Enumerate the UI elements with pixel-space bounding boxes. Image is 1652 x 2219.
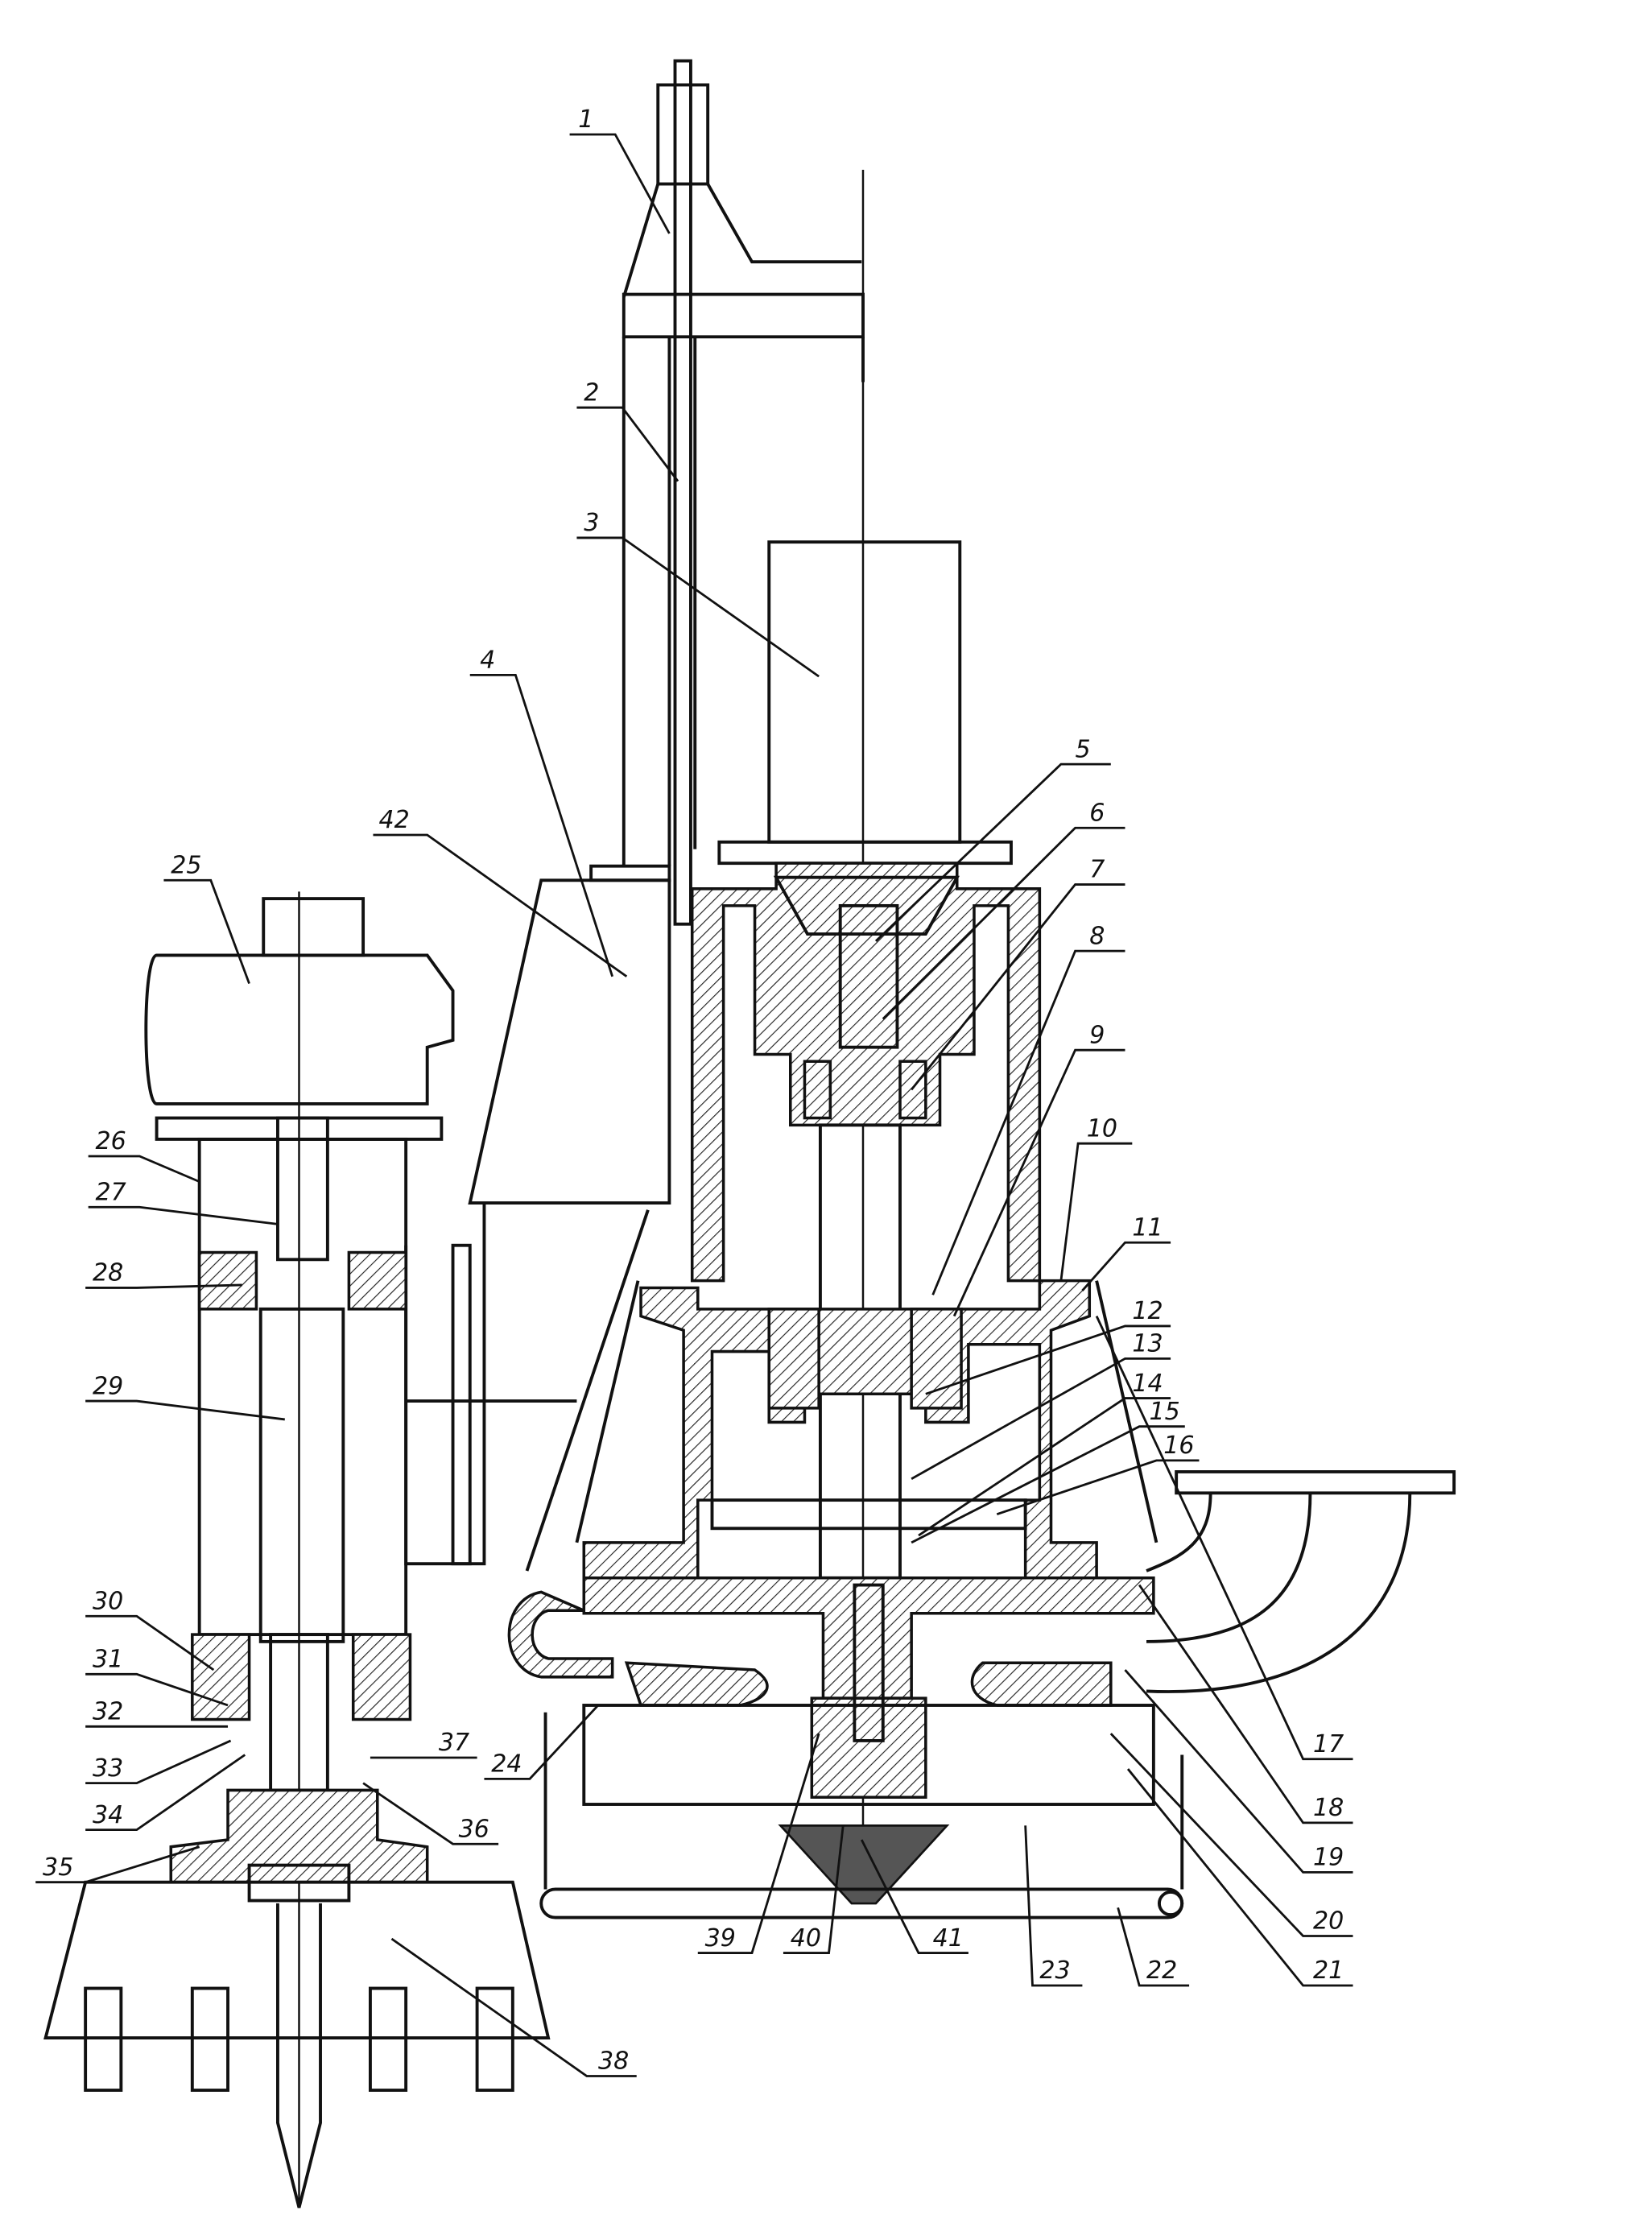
- callout-15: 15: [911, 1398, 1185, 1544]
- callout-20: 20: [1109, 1733, 1353, 1937]
- svg-text:4: 4: [480, 647, 495, 675]
- svg-text:17: 17: [1313, 1730, 1344, 1758]
- pump-casing: [507, 1576, 1184, 1919]
- svg-text:32: 32: [93, 1698, 123, 1726]
- callout-9: 9: [952, 1021, 1125, 1317]
- svg-text:33: 33: [93, 1754, 123, 1783]
- callout-1: 1: [569, 105, 671, 234]
- svg-text:29: 29: [93, 1372, 123, 1400]
- callout-36: 36: [362, 1782, 499, 1845]
- svg-text:16: 16: [1163, 1432, 1194, 1460]
- callout-5: 5: [874, 735, 1111, 942]
- svg-text:11: 11: [1132, 1214, 1163, 1242]
- callout-21: 21: [1126, 1768, 1353, 1987]
- svg-text:37: 37: [439, 1729, 469, 1757]
- svg-text:20: 20: [1313, 1907, 1344, 1936]
- svg-text:2: 2: [584, 379, 599, 407]
- callout-18: 18: [1138, 1584, 1353, 1824]
- callout-22: 22: [1117, 1907, 1190, 1987]
- svg-text:6: 6: [1089, 800, 1105, 828]
- callout-31: 31: [85, 1646, 229, 1707]
- svg-text:42: 42: [379, 806, 410, 834]
- callout-38: 38: [390, 1937, 637, 2077]
- callout-32: 32: [85, 1698, 229, 1728]
- svg-text:24: 24: [491, 1750, 522, 1779]
- callout-13: 13: [911, 1330, 1171, 1480]
- svg-text:9: 9: [1089, 1021, 1105, 1049]
- svg-text:1: 1: [578, 105, 593, 134]
- callout-26: 26: [88, 1127, 200, 1183]
- callout-30: 30: [85, 1588, 215, 1671]
- svg-text:27: 27: [96, 1179, 126, 1207]
- svg-text:5: 5: [1076, 735, 1091, 763]
- callout-17: 17: [1095, 1316, 1353, 1761]
- svg-text:40: 40: [791, 1924, 821, 1952]
- callout-3: 3: [576, 509, 820, 678]
- motor: [767, 540, 962, 844]
- callout-25: 25: [163, 852, 250, 985]
- svg-text:31: 31: [93, 1646, 123, 1674]
- callout-16: 16: [996, 1432, 1200, 1516]
- svg-text:15: 15: [1150, 1398, 1180, 1426]
- callout-8: 8: [931, 922, 1125, 1295]
- svg-text:28: 28: [93, 1259, 123, 1287]
- callout-35: 35: [35, 1845, 200, 1884]
- callout-34: 34: [85, 1754, 246, 1832]
- callout-24: 24: [484, 1705, 600, 1780]
- svg-text:10: 10: [1087, 1114, 1117, 1143]
- svg-text:26: 26: [96, 1127, 126, 1155]
- discharge-pipe: [1146, 1470, 1456, 1693]
- callout-23: 23: [1024, 1825, 1083, 1987]
- svg-text:14: 14: [1132, 1370, 1163, 1398]
- svg-text:38: 38: [598, 2048, 629, 2076]
- svg-text:25: 25: [171, 852, 201, 880]
- callout-2: 2: [576, 379, 679, 482]
- callout-14: 14: [918, 1370, 1171, 1537]
- svg-text:19: 19: [1313, 1844, 1344, 1872]
- callout-10: 10: [1059, 1114, 1133, 1281]
- callout-33: 33: [85, 1739, 232, 1785]
- callout-42: 42: [373, 806, 628, 977]
- svg-text:39: 39: [705, 1924, 736, 1952]
- callout-12: 12: [925, 1297, 1171, 1395]
- svg-text:35: 35: [43, 1853, 73, 1882]
- svg-text:12: 12: [1132, 1297, 1163, 1325]
- upper-housing: [690, 840, 1042, 1580]
- callout-6: 6: [882, 800, 1125, 1020]
- svg-text:13: 13: [1132, 1330, 1163, 1358]
- callout-29: 29: [85, 1372, 285, 1421]
- svg-text:34: 34: [93, 1801, 123, 1829]
- support-bracket: [404, 864, 671, 1572]
- callout-41: 41: [860, 1839, 968, 1954]
- callout-19: 19: [1124, 1669, 1353, 1874]
- callout-28: 28: [85, 1259, 242, 1289]
- svg-text:7: 7: [1089, 856, 1105, 884]
- svg-text:18: 18: [1313, 1794, 1344, 1822]
- bearing-housing: [575, 1279, 1158, 1580]
- callout-7: 7: [911, 856, 1125, 1091]
- svg-text:3: 3: [584, 509, 599, 537]
- callout-37: 37: [370, 1729, 477, 1759]
- callout-11: 11: [1081, 1214, 1171, 1291]
- svg-text:23: 23: [1039, 1957, 1070, 1985]
- callout-40: 40: [783, 1825, 845, 1954]
- svg-text:36: 36: [459, 1816, 489, 1844]
- callout-4: 4: [469, 647, 614, 977]
- svg-text:8: 8: [1089, 922, 1105, 950]
- svg-text:22: 22: [1146, 1957, 1177, 1985]
- svg-text:30: 30: [93, 1588, 123, 1616]
- agitator-unit: [43, 891, 551, 2209]
- callout-39: 39: [697, 1733, 820, 1954]
- callouts: 1 2 3 4 42 5 6 7 8 9 10 11 12 13 14 15 1…: [35, 105, 1353, 2077]
- callout-27: 27: [88, 1179, 279, 1225]
- svg-text:41: 41: [933, 1924, 964, 1952]
- svg-text:21: 21: [1313, 1957, 1344, 1985]
